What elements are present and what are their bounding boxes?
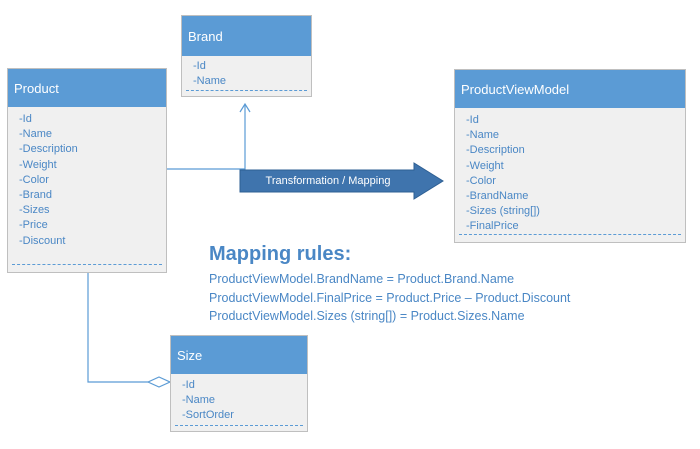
attribute: -Name (193, 75, 227, 88)
product-separator (12, 264, 162, 265)
attribute: -Id (19, 113, 32, 125)
product-attribute-list: -Id -Name -Description -Weight -Color -B… (8, 107, 166, 249)
attribute: -Color (466, 174, 496, 187)
attribute: -Name (182, 394, 216, 407)
size-attribute-list: -Id -Name -SortOrder (171, 374, 307, 424)
mapping-rules-title: Mapping rules: (209, 243, 352, 265)
attribute: -FinalPrice (466, 220, 519, 233)
brand-class-box: Brand -Id -Name (181, 15, 312, 97)
product-view-model-separator (459, 234, 681, 235)
product-view-model-attribute-list: -Id -Name -Description -Weight -Color -B… (455, 108, 685, 235)
transformation-arrow-label: Transformation / Mapping (265, 175, 391, 187)
attribute: -Price (19, 219, 48, 232)
attribute: -Description (466, 144, 525, 157)
attribute: -Name (19, 128, 53, 141)
product-brand-arrowhead (239, 102, 251, 113)
mapping-rules-list: ProductViewModel.BrandName = Product.Bra… (209, 270, 570, 326)
attribute: -Sizes (string[]) (466, 205, 540, 218)
product-class-header: Product (8, 69, 166, 107)
brand-class-header: Brand (182, 16, 311, 56)
mapping-rule: ProductViewModel.FinalPrice = Product.Pr… (209, 290, 571, 305)
attribute: -Weight (466, 159, 504, 172)
product-class-box: Product -Id -Name -Description -Weight -… (7, 68, 167, 273)
mapping-rule: ProductViewModel.BrandName = Product.Bra… (209, 272, 515, 286)
attribute: -Brand (19, 189, 53, 202)
size-separator (175, 425, 303, 426)
attribute: -Sizes (19, 204, 50, 217)
attribute: -Name (466, 129, 500, 142)
product-view-model-class-header: ProductViewModel (455, 70, 685, 108)
size-class-box: Size -Id -Name -SortOrder (170, 335, 308, 432)
attribute: -Id (193, 60, 206, 72)
product-size-aggregation (87, 272, 148, 383)
size-class-header: Size (171, 336, 307, 374)
attribute: -BrandName (466, 190, 529, 203)
product-brand-association (167, 104, 246, 170)
transformation-arrow (239, 162, 444, 200)
attribute: -Weight (19, 158, 57, 171)
brand-separator (186, 90, 307, 91)
aggregation-diamond (146, 376, 172, 388)
brand-attribute-list: -Id -Name (182, 56, 311, 89)
attribute: -Id (182, 379, 195, 391)
attribute: -Id (466, 114, 479, 126)
product-view-model-class-box: ProductViewModel -Id -Name -Description … (454, 69, 686, 243)
attribute: -Discount (19, 234, 66, 247)
attribute: -SortOrder (182, 409, 234, 422)
mapping-rule: ProductViewModel.Sizes (string[]) = Prod… (209, 309, 525, 323)
attribute: -Description (19, 143, 78, 156)
attribute: -Color (19, 173, 49, 186)
